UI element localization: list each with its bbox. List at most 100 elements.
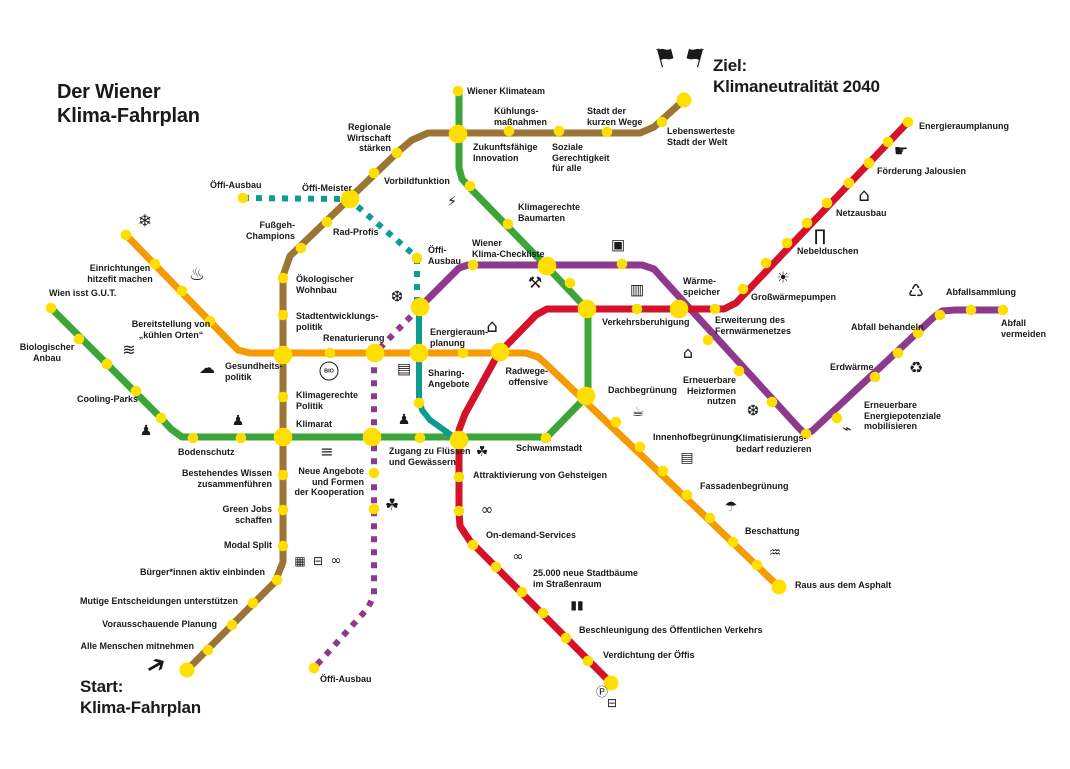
station-dot: [902, 116, 914, 128]
station-dot: [452, 85, 464, 97]
station-label: Modal Split: [224, 540, 272, 550]
station-label: Stadtentwicklungs- politik: [296, 311, 379, 332]
station-label: Innenhofbegrünung: [653, 432, 738, 442]
station-dot: [45, 302, 57, 314]
bicycle-icon: ∞: [480, 500, 494, 519]
page-title: Der Wiener Klima-Fahrplan: [57, 81, 200, 128]
station-label: Förderung Jalousien: [877, 166, 967, 176]
station-label: Neue Angebote und Formen der Kooperation: [294, 466, 364, 498]
station-label: Ökologischer Wohnbau: [296, 274, 354, 295]
station-dot: [73, 333, 85, 345]
station-label: Wärme- speicher: [683, 276, 721, 297]
station-label: Abfall vermeiden: [1001, 318, 1047, 339]
station-dot: [800, 428, 812, 440]
station-label: Raus aus dem Asphalt: [795, 580, 892, 590]
station-dot: [453, 505, 465, 517]
mist-shower-icon: ∏: [813, 226, 827, 245]
station-dot: [149, 258, 161, 270]
station-label: Gesundheits- politik: [225, 361, 283, 382]
train-icon: ▤: [396, 359, 412, 378]
plug-icon: ⌁: [842, 419, 852, 438]
station-label: Klimatisierungs- bedarf reduzieren: [736, 433, 812, 454]
station-label: On-demand-Services: [486, 530, 577, 540]
station-dot: [781, 237, 793, 249]
hand-leaf-icon: ☘: [475, 444, 489, 460]
station-dot: [503, 125, 515, 137]
station-dot: [187, 432, 199, 444]
station-label: Radwege- offensive: [505, 366, 548, 387]
station-dot: [176, 285, 188, 297]
station-label: Biologischer Anbau: [19, 342, 75, 363]
station-dot: [912, 327, 924, 339]
station-dot: [727, 536, 739, 548]
station-label: Green Jobs schaffen: [222, 504, 272, 525]
stressed-person-icon: ♟: [397, 412, 411, 428]
station-label: Einrichtungen hitzefit machen: [87, 263, 153, 284]
station-label: Nebelduschen: [797, 246, 859, 256]
station-dot: [277, 309, 289, 321]
station-dot: [965, 304, 977, 316]
station-label: Attraktivierung von Gehsteigen: [473, 470, 608, 480]
station-dot: [413, 397, 425, 409]
station-label: Bürger*innen aktiv einbinden: [139, 567, 265, 577]
station-dot: [273, 427, 293, 447]
station-dot: [277, 540, 289, 552]
station-label: Öffi-Ausbau: [210, 180, 262, 190]
station-dot: [449, 430, 469, 450]
station-dot: [704, 512, 716, 524]
station-label: Abfallsammlung: [946, 287, 1017, 297]
station-label: Regionale Wirtschaft stärken: [347, 122, 391, 154]
station-dot: [564, 277, 576, 289]
solar-panel-icon: ☀: [776, 268, 790, 287]
station-dot: [560, 632, 572, 644]
station-dot: [237, 192, 249, 204]
station-dot: [801, 217, 813, 229]
cooling-device-icon: ❄: [137, 211, 153, 232]
station-label: Rad-Profis: [333, 227, 379, 237]
station-dot: [247, 597, 259, 609]
station-label: Fußgeh- Champions: [245, 220, 295, 241]
station-dot: [453, 471, 465, 483]
station-dot: [277, 391, 289, 403]
station-dot: [576, 386, 596, 406]
station-dot: [273, 345, 293, 365]
station-label: Alle Menschen mitnehmen: [80, 641, 194, 651]
tow-car-icon: ⊟: [606, 696, 618, 710]
station-label: Erweiterung des Fernwärmenetzes: [715, 315, 792, 336]
station-label: Bestehendes Wissen zusammenführen: [182, 468, 272, 489]
station-dot: [634, 441, 646, 453]
station-dot: [362, 427, 382, 447]
station-dot: [657, 465, 669, 477]
station-dot: [271, 574, 283, 586]
orange-line: [122, 231, 783, 591]
station-dot: [467, 539, 479, 551]
station-label: Vorausschauende Planung: [102, 619, 217, 629]
signal-panels-icon: ▮▮: [570, 598, 584, 612]
station-dot: [934, 309, 946, 321]
house-icon: ⌂: [858, 185, 870, 206]
scooter-icon: ∞: [512, 549, 524, 565]
station-dot: [101, 358, 113, 370]
station-dot: [869, 371, 881, 383]
bus-icon: ▦: [294, 554, 306, 568]
station-dot: [308, 662, 320, 674]
station-label: Wiener Klima-Checkliste: [472, 238, 545, 259]
hand-coins-icon: ☛: [893, 141, 909, 160]
recycle-icon: ♻: [908, 358, 924, 377]
station-dot: [409, 343, 429, 363]
faucet-icon: ♒: [768, 545, 782, 561]
station-dot: [467, 259, 479, 271]
station-label: Erneuerbare Heizformen nutzen: [682, 375, 736, 407]
station-dot: [702, 334, 714, 346]
station-label: Sharing- Angebote: [428, 368, 470, 389]
station-label: Vorbildfunktion: [384, 176, 450, 186]
station-label: Erneuerbare Energiepotenziale mobilisier…: [864, 400, 942, 432]
station-label: Schwammstadt: [516, 443, 583, 453]
station-dot: [537, 607, 549, 619]
station-dot: [155, 412, 167, 424]
station-dot: [582, 655, 594, 667]
station-dot: [411, 252, 423, 264]
car-icon: ⊟: [312, 554, 324, 568]
